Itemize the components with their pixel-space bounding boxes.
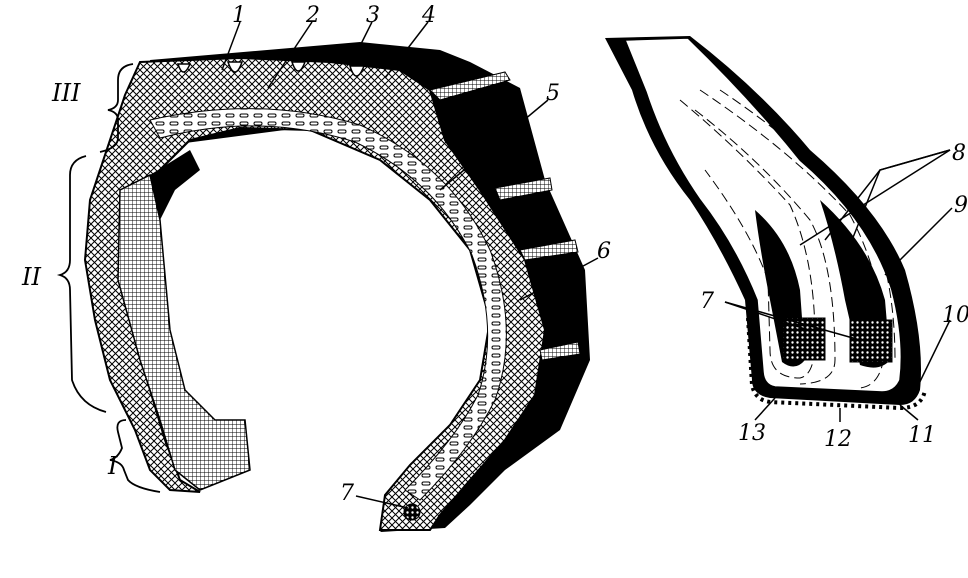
zone-braces: [56, 63, 161, 493]
callout-9: 9: [954, 193, 968, 218]
callout-3: 3: [366, 3, 380, 28]
callout-8: 8: [952, 141, 966, 166]
zone-label-II: II: [21, 263, 41, 291]
callout-5: 5: [546, 81, 560, 106]
callout-4: 4: [421, 3, 436, 28]
inner-sidewall-grid: [117, 173, 251, 491]
callout-12: 12: [824, 427, 852, 452]
tread-outer-shell: [150, 42, 590, 532]
carcass-ply-band: [149, 108, 507, 501]
bead-wire-core: [403, 503, 421, 521]
callout-1: 1: [232, 3, 246, 28]
bead-core-right: [849, 319, 893, 363]
bead-core-left: [782, 317, 826, 361]
inner-sidewall-dark: [150, 150, 200, 220]
callout-7-right: 7: [700, 289, 714, 314]
tire-section-3d: [83, 42, 590, 532]
callout-2: 2: [305, 3, 320, 28]
bead-cross-section: [605, 36, 927, 411]
brace-zone-II: [56, 155, 107, 413]
zone-label-I: I: [107, 452, 118, 480]
brace-zone-I: [109, 419, 161, 493]
callout-10: 10: [942, 303, 968, 328]
chafer-border: [746, 317, 927, 411]
tread-grooves: [176, 61, 366, 77]
callout-6: 6: [597, 239, 611, 264]
zone-label-III: III: [51, 79, 81, 107]
callout-13: 13: [738, 421, 766, 446]
brace-zone-III: [99, 63, 134, 153]
callout-7-left: 7: [340, 481, 354, 506]
callout-11: 11: [908, 423, 936, 448]
leader-lines-left: [221, 21, 599, 509]
leader-lines-right: [724, 149, 953, 422]
tread-lugs: [429, 71, 581, 361]
